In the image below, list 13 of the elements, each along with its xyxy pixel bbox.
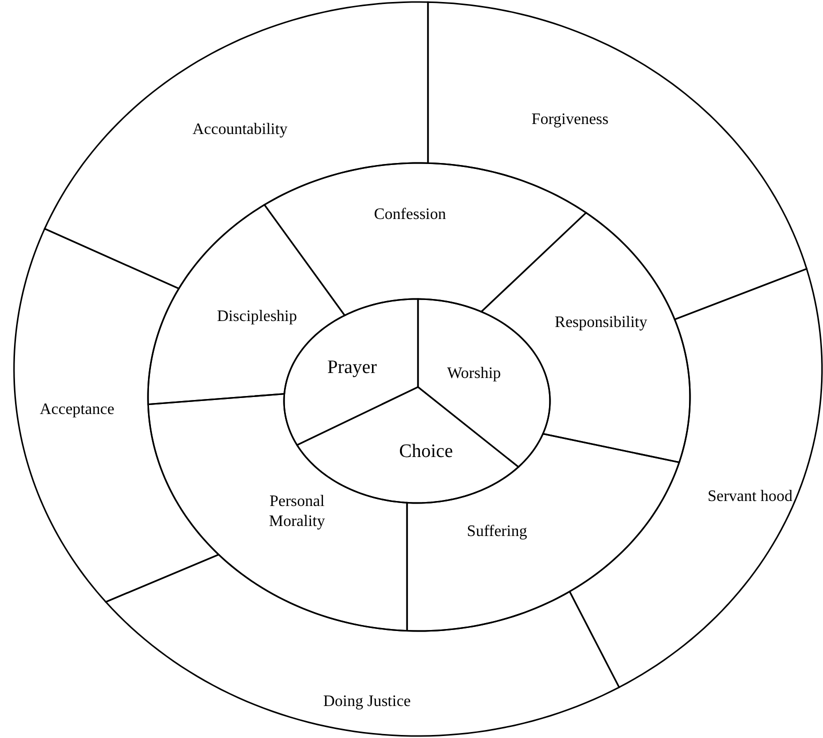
segment-label: Doing Justice	[323, 692, 411, 712]
segment-label: Choice	[399, 440, 453, 464]
segment-label: Worship	[447, 364, 501, 384]
segment-label: Forgiveness	[531, 110, 609, 130]
segment-label: Confession	[374, 205, 446, 225]
segment-label: Personal Morality	[268, 492, 326, 532]
segment-label: Discipleship	[217, 307, 297, 327]
segment-label: Servant hood	[708, 487, 792, 507]
segment-label: Responsibility	[554, 313, 648, 333]
segment-label: Suffering	[466, 522, 528, 542]
segment-label: Prayer	[327, 356, 377, 380]
segment-label: Acceptance	[40, 400, 114, 420]
segment-label: Accountability	[192, 120, 288, 140]
